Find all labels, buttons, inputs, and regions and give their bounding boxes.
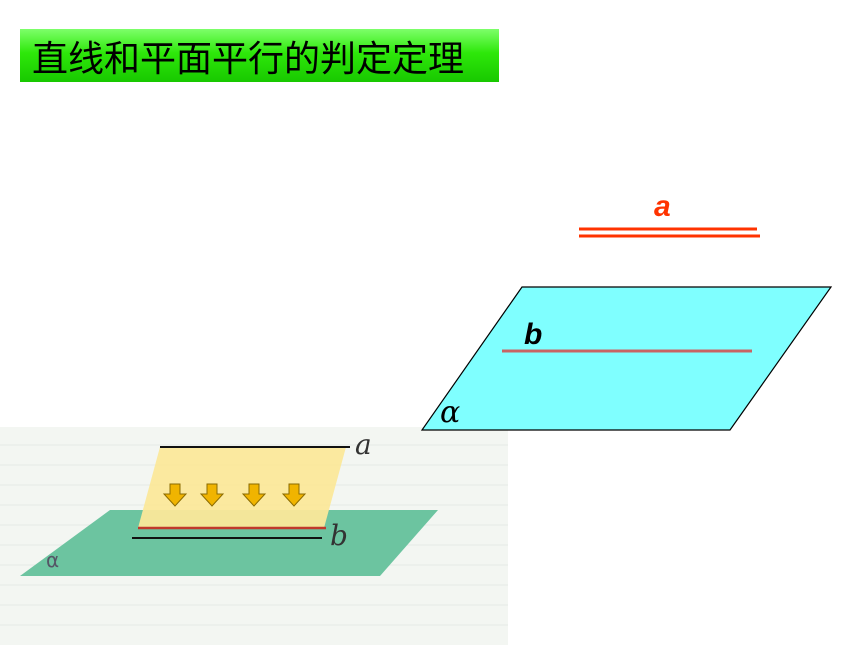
page-title: 直线和平面平行的判定定理 (32, 38, 465, 80)
illustration-arrows (162, 483, 307, 507)
diagram-label-alpha: α (440, 395, 461, 430)
diagram-label-b: b (524, 318, 543, 351)
illustration-label-a: a (355, 428, 372, 461)
diagram-plane-alpha (420, 286, 833, 431)
down-arrow-icon (241, 483, 267, 507)
illustration-plane (20, 510, 438, 576)
down-arrow-icon (281, 483, 307, 507)
illustration-label-alpha: α (46, 548, 60, 572)
diagram-label-a: a (654, 190, 671, 223)
down-arrow-icon (199, 483, 225, 507)
down-arrow-icon (162, 483, 188, 507)
illustration-band (138, 447, 346, 528)
main-diagram (420, 227, 833, 431)
title-banner: 直线和平面平行的判定定理 (20, 29, 499, 82)
illustration-label-b: b (330, 519, 348, 552)
illustration-panel (0, 427, 508, 645)
